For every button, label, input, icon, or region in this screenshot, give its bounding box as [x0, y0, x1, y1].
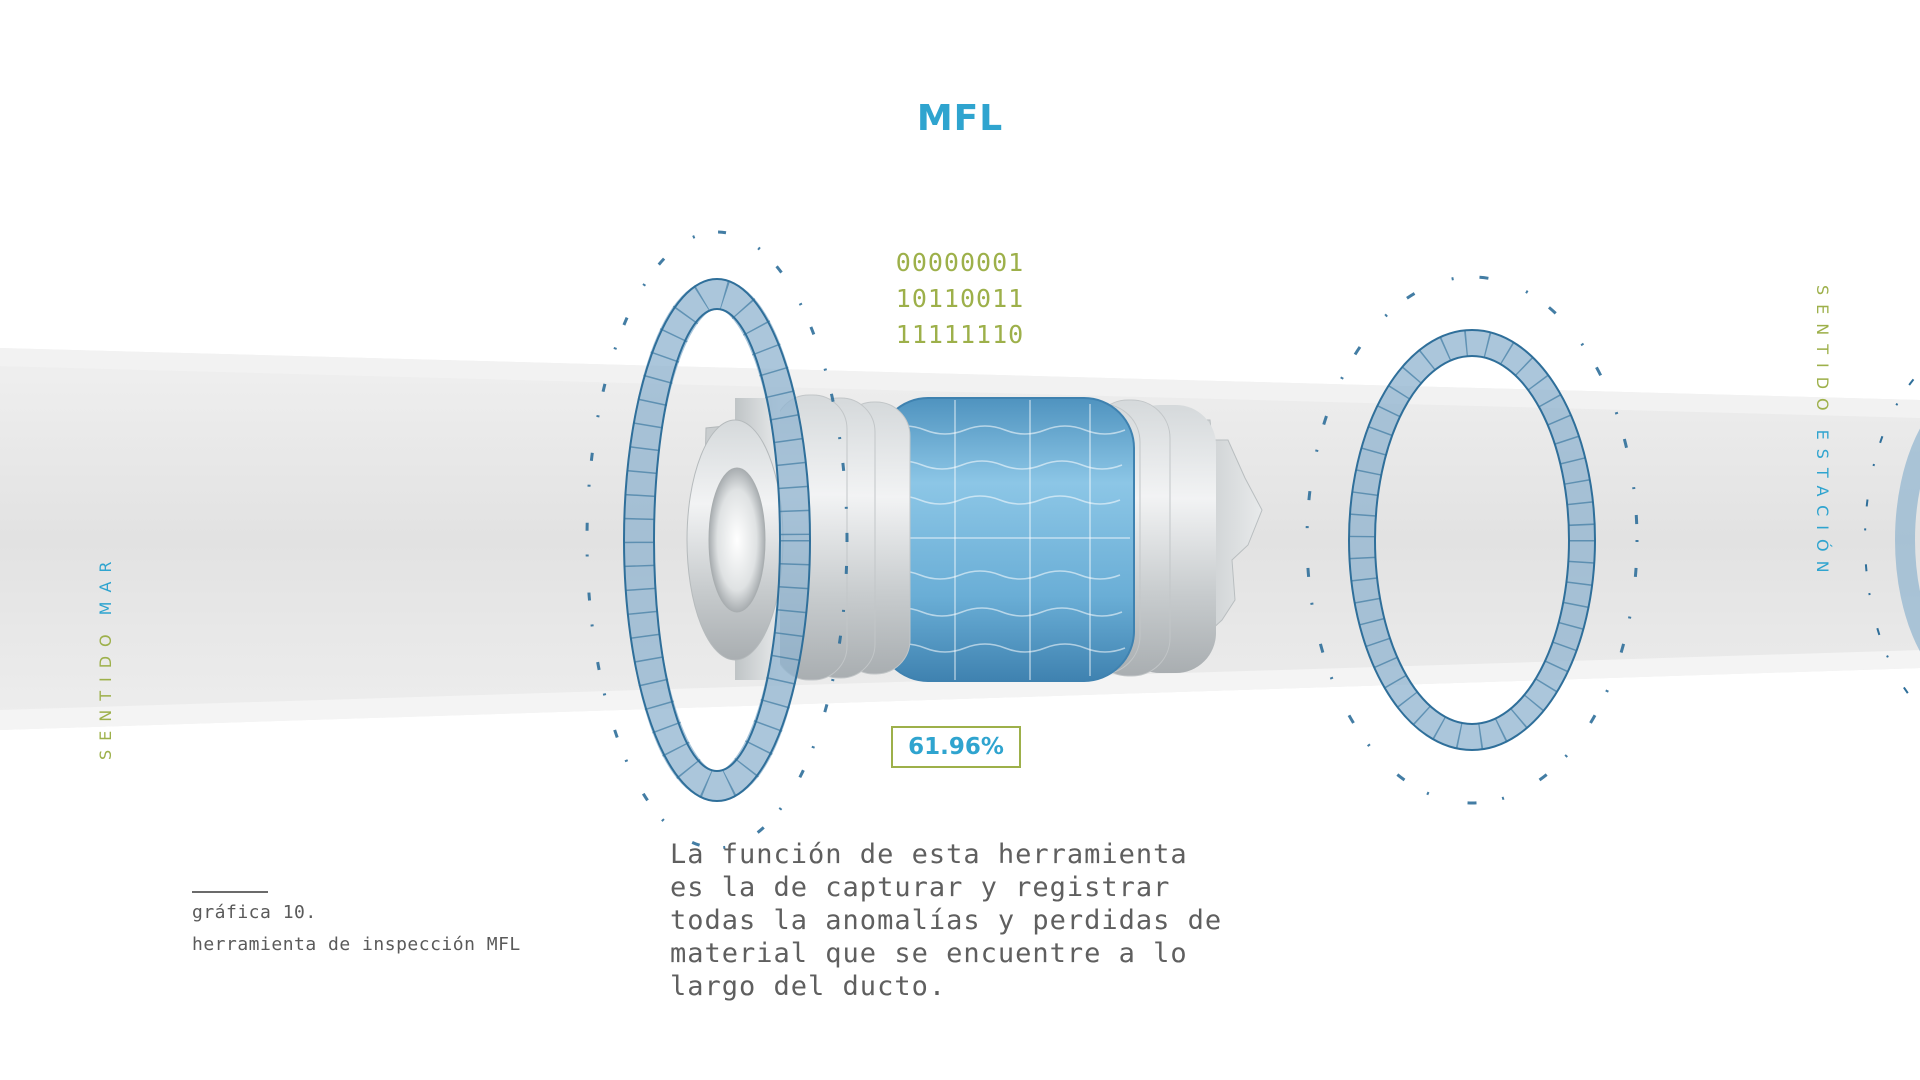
percent-readout: 61.96% — [891, 726, 1021, 768]
left-sensor-ring — [585, 230, 849, 850]
description-line: material que se encuentre a lo — [670, 938, 1188, 969]
description-line: largo del ducto. — [670, 971, 947, 1002]
direction-left-word2: MAR — [96, 552, 115, 616]
right-sensor-ring — [1305, 275, 1639, 805]
caption-label: herramienta de inspección MFL — [192, 934, 521, 955]
caption-figure: gráfica 10. — [192, 902, 317, 923]
binary-line: 00000001 — [895, 248, 1025, 277]
caption-divider — [192, 891, 268, 893]
page-title: MFL — [916, 98, 1004, 139]
binary-line: 10110011 — [895, 284, 1025, 313]
description-line: es la de capturar y registrar — [670, 872, 1171, 903]
binary-line: 11111110 — [895, 320, 1025, 349]
percent-value: 61.96% — [908, 734, 1004, 760]
direction-right-label: SENTIDO ESTACIÓN — [1808, 285, 1832, 625]
description-text: La función de esta herramienta es la de … — [670, 838, 1310, 1003]
description-line: La función de esta herramienta — [670, 839, 1188, 870]
direction-left-word1: SENTIDO — [96, 625, 115, 760]
description-line: todas la anomalías y perdidas de — [670, 905, 1223, 936]
far-right-ring-partial — [1864, 370, 1920, 710]
mfl-tool — [686, 394, 1263, 682]
direction-left-label: SENTIDO MAR — [96, 520, 120, 760]
direction-right-word1: SENTIDO — [1813, 285, 1832, 420]
direction-right-word2: ESTACIÓN — [1813, 429, 1832, 582]
